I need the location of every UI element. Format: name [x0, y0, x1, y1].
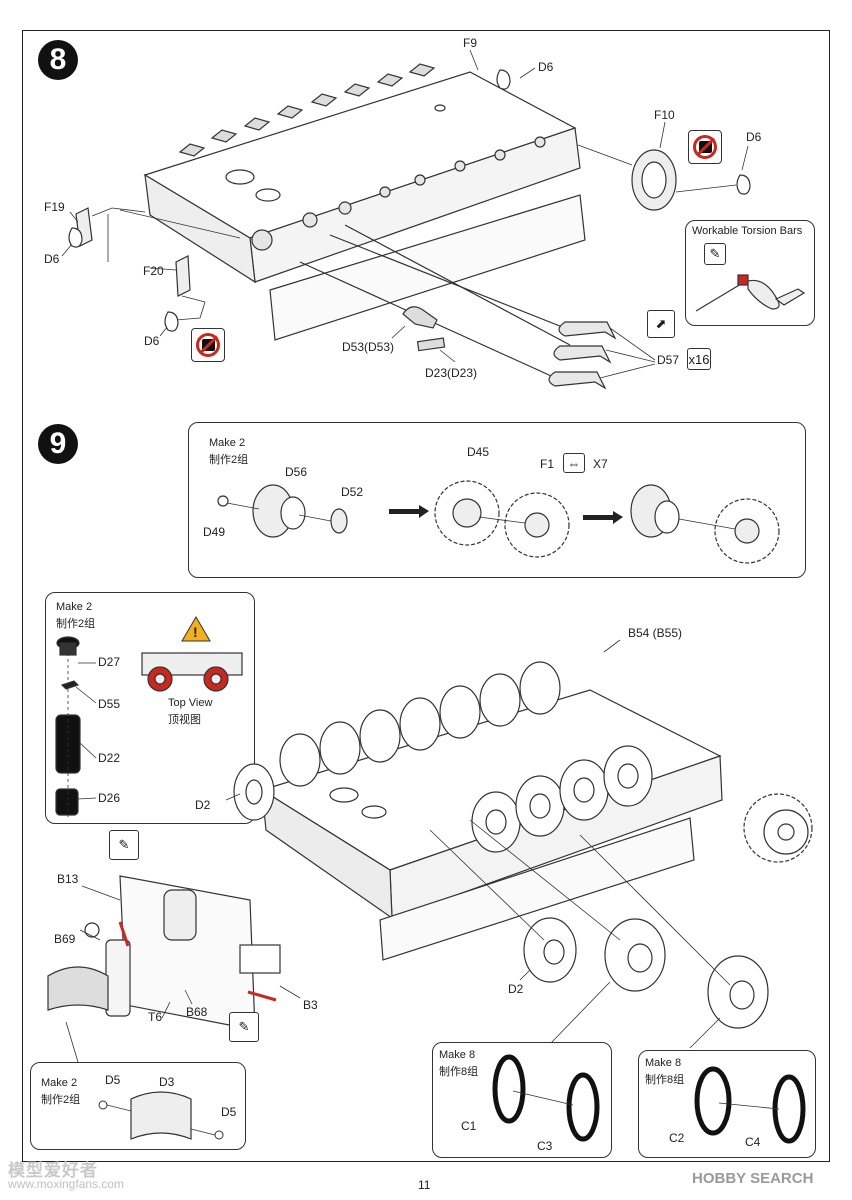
step-8-number: 8 [38, 40, 78, 80]
label-C1: C1 [461, 1119, 477, 1133]
make-8-cn-label: 制作8组 [645, 1074, 685, 1086]
page-border [22, 30, 830, 1162]
label-D2-bottom: D2 [508, 982, 524, 996]
label-D5: D5 [221, 1105, 237, 1119]
label-F9: F9 [463, 36, 478, 50]
label-D22: D22 [98, 751, 121, 765]
label-D52: D52 [341, 485, 364, 499]
label-x7: X7 [593, 457, 608, 471]
label-C4: C4 [745, 1135, 761, 1149]
label-F10: F10 [654, 108, 675, 122]
d3-assembly-box: Make 2 制作2组 D5 D3 D5 [30, 1062, 246, 1150]
step-9-number: 9 [38, 424, 78, 464]
flip-arrow-icon: ⇔ [563, 453, 585, 473]
torsion-bars-title: Workable Torsion Bars [692, 225, 803, 237]
sprocket-assembly-box: Make 2 制作2组 D56 D52 D49 D45 F1 ⇔ X7 [188, 422, 806, 579]
torsion-bars-callout: Workable Torsion Bars ✎ [685, 220, 815, 326]
label-D57: D57 [657, 353, 680, 367]
top-view-cn-label: 顶视图 [168, 714, 201, 726]
label-C2: C2 [669, 1131, 685, 1145]
wheel-c2-c4-drawing [694, 1066, 806, 1144]
sprocket-parts-drawing [217, 480, 780, 579]
top-view-label: Top View [168, 697, 213, 709]
label-D6-left: D6 [44, 252, 60, 266]
label-D5: D5 [105, 1073, 121, 1087]
label-B13: B13 [57, 872, 79, 886]
label-D26: D26 [98, 791, 121, 805]
do-not-glue-icon [688, 130, 722, 164]
pointer-arrow-icon: ⬈ [647, 310, 675, 338]
knife-cut-icon: ✎ [704, 243, 726, 265]
make-2-label: Make 2 [41, 1077, 78, 1089]
watermark-left: 模型爱好者 [8, 1161, 98, 1180]
make-2-cn-label: 制作2组 [56, 618, 96, 630]
do-not-glue-icon [191, 328, 225, 362]
watermark-right: HOBBY SEARCH [692, 1170, 814, 1187]
label-B69: B69 [54, 932, 76, 946]
make-2-label: Make 2 [209, 437, 246, 449]
label-D23: D23(D23) [425, 366, 478, 380]
make-2-cn-label: 制作2组 [209, 454, 249, 466]
shock-absorber-box: Make 2 制作2组 D27 D55 D22 D26 Top View 顶视图… [45, 592, 255, 824]
label-D45: D45 [467, 445, 490, 459]
make-8-label: Make 8 [439, 1049, 476, 1061]
label-T6: T6 [148, 1010, 163, 1024]
label-D6-bottom: D6 [144, 334, 160, 348]
label-D27: D27 [98, 655, 121, 669]
label-C3: C3 [537, 1139, 553, 1153]
make-2-cn-label: 制作2组 [41, 1094, 81, 1106]
wheel-c2-c4-box: Make 8 制作8组 C2 C4 [638, 1050, 816, 1158]
label-B3: B3 [303, 998, 318, 1012]
make-2-label: Make 2 [56, 601, 93, 613]
label-D6-top: D6 [538, 60, 554, 74]
page-number: 11 [418, 1178, 431, 1192]
label-D2-left: D2 [195, 798, 211, 812]
wheel-c1-c3-box: Make 8 制作8组 C1 C3 [432, 1042, 612, 1158]
label-B54: B54 (B55) [628, 626, 683, 640]
label-F1: F1 [540, 457, 555, 471]
label-F20: F20 [143, 264, 164, 278]
make-8-cn-label: 制作8组 [439, 1066, 479, 1078]
label-D53: D53(D53) [342, 340, 395, 354]
torsion-bar-detail [695, 274, 806, 312]
shock-absorber-drawing: ! [55, 616, 243, 817]
quantity-badge-x16: x16 [687, 348, 711, 370]
label-D55: D55 [98, 697, 121, 711]
label-D3: D3 [159, 1075, 175, 1089]
knife-cut-icon: ✎ [229, 1012, 259, 1042]
label-D49: D49 [203, 525, 226, 539]
watermark-left-url: www.moxingfans.com [8, 1177, 125, 1191]
knife-cut-icon: ✎ [109, 830, 139, 860]
wheel-c1-c3-drawing [492, 1054, 600, 1142]
label-F19: F19 [44, 200, 65, 214]
label-D6-right: D6 [746, 130, 762, 144]
svg-text:!: ! [193, 624, 198, 640]
label-D56: D56 [285, 465, 308, 479]
make-8-label: Make 8 [645, 1057, 682, 1069]
d3-drawing [98, 1091, 224, 1140]
label-B68: B68 [186, 1005, 208, 1019]
